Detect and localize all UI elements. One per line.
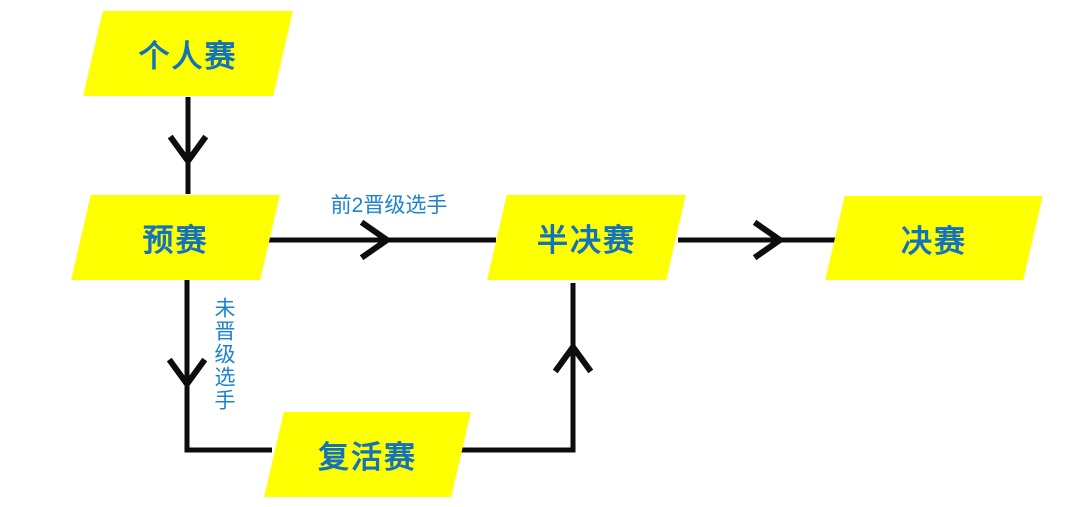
node-repechage-race[interactable]: 复活赛 xyxy=(264,412,471,497)
edge-preliminary-to-repechage xyxy=(166,279,272,453)
node-label: 个人赛 xyxy=(138,39,238,74)
edge-label-top2-advance: 前2晋级选手 xyxy=(330,194,448,217)
edge-label-not-advanced: 未晋级选手 xyxy=(212,297,235,412)
edge-individual-to-preliminary xyxy=(167,97,209,194)
node-label: 预赛 xyxy=(142,223,209,258)
edge-preliminary-to-semifinal xyxy=(269,219,496,261)
node-label: 决赛 xyxy=(901,223,967,259)
node-label: 复活赛 xyxy=(318,440,417,475)
node-final-race[interactable]: 决赛 xyxy=(825,196,1043,280)
edge-semifinal-to-final xyxy=(678,219,836,261)
node-label: 半决赛 xyxy=(537,223,636,258)
edge-repechage-to-semifinal xyxy=(460,283,594,453)
node-semifinal-race[interactable]: 半决赛 xyxy=(487,195,686,280)
node-individual-race[interactable]: 个人赛 xyxy=(83,11,293,96)
node-preliminary-race[interactable]: 预赛 xyxy=(71,195,280,280)
